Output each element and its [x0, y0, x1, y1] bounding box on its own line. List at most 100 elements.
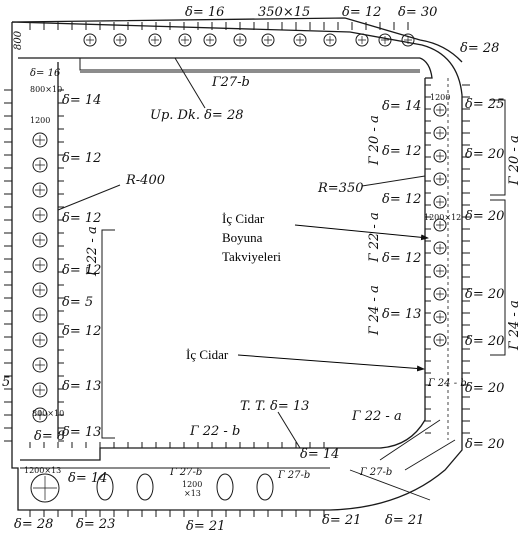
- right-d12-c: δ= 12: [382, 251, 421, 266]
- left-d12-c: δ= 12: [62, 263, 101, 278]
- bottom-frame-22b: Г 22 - b: [189, 424, 240, 439]
- right-frame-20a-l: Г 20 - a: [367, 115, 382, 166]
- deck-hole: [401, 33, 415, 47]
- bottom-dim-1200: 1200: [182, 480, 202, 489]
- bottom-dim-x13: ×13: [184, 489, 201, 498]
- bottom-frame-27b: Г 27-b: [169, 467, 202, 478]
- deck-hole-cross: [151, 36, 159, 44]
- left-radius-400: R-400: [125, 173, 165, 188]
- right-d12-b: δ= 12: [382, 192, 421, 207]
- leader-tank-top: [277, 411, 301, 449]
- left-hole: [32, 157, 48, 173]
- deck-hole-cross: [86, 36, 94, 44]
- right-hole-cross: [436, 244, 444, 252]
- deck-hole-cross: [206, 36, 214, 44]
- left-hole: [32, 407, 48, 423]
- deck-hole: [203, 33, 217, 47]
- right-hole-cross: [436, 313, 444, 321]
- right-hole-cross: [436, 267, 444, 275]
- left-d12-a: δ= 12: [62, 151, 101, 166]
- right-hole: [433, 103, 447, 117]
- bottom-d14-b: δ= 14: [300, 447, 339, 462]
- right-hole-cross: [436, 198, 444, 206]
- left-hole: [32, 307, 48, 323]
- right-frame-24b: Г 24 - b: [427, 378, 467, 389]
- left-frame-22a: Г 22 - a: [85, 226, 100, 277]
- deck-girder-27b: Г27-b: [211, 75, 250, 90]
- right-hole: [433, 287, 447, 301]
- left-hole: [32, 282, 48, 298]
- right-d20-a: δ= 20: [465, 147, 504, 162]
- right-hole: [433, 218, 447, 232]
- stiffener-ticks: [4, 22, 470, 517]
- leader-r400: [57, 184, 121, 211]
- left-hole: [32, 132, 48, 148]
- right-d20-d: δ= 20: [465, 334, 504, 349]
- deck-girder-flange: [79, 58, 420, 73]
- right-frame-24a-r: Г 24 - a: [507, 300, 522, 351]
- right-frame-24a-l: Г 24 - a: [367, 285, 382, 336]
- right-d12-a: δ= 12: [382, 144, 421, 159]
- bottom-d28: δ= 28: [14, 517, 53, 532]
- right-lightening-holes: [433, 103, 447, 347]
- deck-hole: [323, 33, 337, 47]
- bottom-d21-a: δ= 21: [186, 519, 225, 534]
- right-hole-cross: [436, 129, 444, 137]
- right-frame-22a: Г 22 - a: [367, 212, 382, 263]
- bilge-bracket-lines: [349, 419, 456, 501]
- bottom-d21-c: δ= 21: [385, 513, 424, 528]
- leader-upper-deck: [174, 57, 206, 109]
- right-d14: δ= 14: [382, 99, 421, 114]
- right-frame-22a-b: Г 22 - a: [351, 409, 402, 424]
- left-hole: [32, 357, 48, 373]
- right-d20-e: δ= 20: [465, 381, 504, 396]
- right-frame-20a-r: Г 20 - a: [507, 135, 522, 186]
- right-hole-cross: [436, 290, 444, 298]
- deck-hole: [83, 33, 97, 47]
- right-hole: [433, 149, 447, 163]
- deck-hole: [378, 33, 392, 47]
- right-hole-cross: [436, 175, 444, 183]
- left-dim-800x10: 800×10: [30, 85, 62, 94]
- deck-hole: [355, 33, 369, 47]
- deck-hole-cross: [236, 36, 244, 44]
- right-dim-1200x12: 1200×12: [424, 213, 461, 222]
- left-d5: δ= 5: [62, 295, 93, 310]
- deck-hole: [113, 33, 127, 47]
- deck-hole-cross: [326, 36, 334, 44]
- left-hole: [32, 182, 48, 198]
- left-d12-b: δ= 12: [62, 211, 101, 226]
- right-hole-cross: [436, 106, 444, 114]
- left-hole-cross: [35, 360, 45, 370]
- left-dim-1200: 1200: [30, 116, 50, 125]
- deck-hole-cross: [181, 36, 189, 44]
- left-hole-cross: [35, 335, 45, 345]
- left-lightening-holes: [32, 132, 48, 423]
- deck-hole: [293, 33, 307, 47]
- left-hole-cross: [35, 185, 45, 195]
- leader-r350: [361, 175, 426, 187]
- right-d20-f: δ= 20: [465, 437, 504, 452]
- right-hole: [433, 126, 447, 140]
- left-hole: [32, 257, 48, 273]
- bottom-frame-27b-b: Г 27-b: [277, 470, 310, 481]
- left-hole: [32, 382, 48, 398]
- right-hole-cross: [436, 152, 444, 160]
- deck-delta12: δ= 12: [342, 5, 381, 20]
- deck-hole-cross: [358, 36, 366, 44]
- left-d14: δ= 14: [62, 93, 101, 108]
- annotation-inner-longitudinals-1: İç Cidar: [222, 211, 265, 226]
- left-hole-cross: [35, 160, 45, 170]
- left-hole: [32, 332, 48, 348]
- left-hole-cross: [35, 285, 45, 295]
- right-hole-cross: [436, 221, 444, 229]
- left-d8: δ= 8: [34, 429, 65, 444]
- deck-lightening-holes: [83, 33, 415, 47]
- upper-deck-plate: [11, 17, 463, 63]
- upper-right-bilge: [419, 57, 433, 79]
- bottom-hole: [96, 473, 114, 501]
- deck-hole-cross: [296, 36, 304, 44]
- left-hole-cross: [35, 410, 45, 420]
- bottom-d23: δ= 23: [76, 517, 115, 532]
